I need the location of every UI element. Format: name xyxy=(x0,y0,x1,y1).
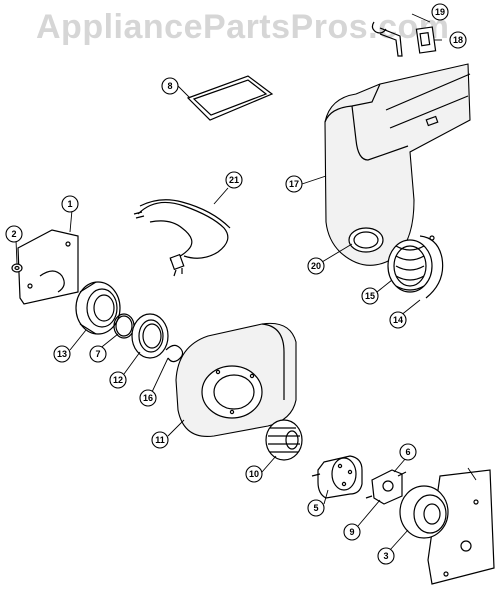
callout-label: 2 xyxy=(11,229,16,239)
callout-14: 14 xyxy=(389,311,407,329)
callout-20: 20 xyxy=(307,257,325,275)
part-6-9-motor-mount xyxy=(365,469,407,505)
callout-label: 13 xyxy=(57,349,67,359)
callout-2: 2 xyxy=(5,225,23,243)
part-13-fan-ring xyxy=(75,281,121,335)
callout-label: 10 xyxy=(249,469,259,479)
part-14-bracket xyxy=(419,235,444,299)
part-8-filter-pad xyxy=(186,75,274,121)
callout-circle xyxy=(61,195,79,213)
callout-label: 21 xyxy=(229,175,239,185)
part-12-flange-ring xyxy=(131,313,169,359)
callout-circle xyxy=(343,523,361,541)
callout-label: 16 xyxy=(143,393,153,403)
callout-19: 19 xyxy=(431,3,449,21)
callout-label: 18 xyxy=(453,35,463,45)
callout-label: 14 xyxy=(393,315,403,325)
part-3-right-plate xyxy=(399,469,495,585)
part-2-grommet xyxy=(11,263,23,273)
callout-circle xyxy=(109,371,127,389)
leader-lines xyxy=(15,13,477,551)
callout-circle xyxy=(5,225,23,243)
callout-5: 5 xyxy=(307,499,325,517)
callout-label: 5 xyxy=(313,503,318,513)
callout-label: 11 xyxy=(155,435,165,445)
callout-circle xyxy=(377,547,395,565)
part-21-power-cord xyxy=(133,199,231,277)
callout-21: 21 xyxy=(225,171,243,189)
callout-circle xyxy=(53,345,71,363)
callout-circle xyxy=(389,311,407,329)
part-11-blower-housing xyxy=(175,322,297,438)
callout-16: 16 xyxy=(139,389,157,407)
callout-circle xyxy=(449,31,467,49)
callout-13: 13 xyxy=(53,345,71,363)
callout-circle xyxy=(225,171,243,189)
callout-10: 10 xyxy=(245,465,263,483)
callout-15: 15 xyxy=(361,287,379,305)
callout-circle xyxy=(361,287,379,305)
callout-label: 1 xyxy=(67,199,72,209)
callout-label: 8 xyxy=(167,81,172,91)
callout-label: 20 xyxy=(311,261,321,271)
callout-label: 6 xyxy=(405,447,410,457)
callout-label: 17 xyxy=(289,179,299,189)
callout-circle xyxy=(161,77,179,95)
callout-circle xyxy=(307,499,325,517)
callout-11: 11 xyxy=(151,431,169,449)
callout-9: 9 xyxy=(343,523,361,541)
part-1-left-plate xyxy=(17,229,79,305)
watermark: AppliancePartsPros.com xyxy=(36,8,450,46)
callout-circle xyxy=(89,345,107,363)
callout-circle xyxy=(307,257,325,275)
callout-12: 12 xyxy=(109,371,127,389)
callout-7: 7 xyxy=(89,345,107,363)
callout-circle xyxy=(151,431,169,449)
callout-3: 3 xyxy=(377,547,395,565)
callout-circle xyxy=(245,465,263,483)
callout-18: 18 xyxy=(449,31,467,49)
callout-label: 7 xyxy=(95,349,100,359)
part-17-duct-housing xyxy=(324,63,471,266)
part-10-blower-wheel xyxy=(265,419,303,461)
callout-label: 15 xyxy=(365,291,375,301)
callout-circle xyxy=(285,175,303,193)
callout-label: 12 xyxy=(113,375,123,385)
part-5-motor xyxy=(311,455,363,499)
part-16-clip xyxy=(165,344,184,363)
callout-8: 8 xyxy=(161,77,179,95)
callout-label: 3 xyxy=(383,551,388,561)
callout-17: 17 xyxy=(285,175,303,193)
callout-circle xyxy=(399,443,417,461)
callout-label: 19 xyxy=(435,7,445,17)
callout-label: 9 xyxy=(349,527,354,537)
callout-circle xyxy=(139,389,157,407)
part-15-wire-ring xyxy=(387,239,433,293)
callout-circle xyxy=(431,3,449,21)
callout-1: 1 xyxy=(61,195,79,213)
callout-6: 6 xyxy=(399,443,417,461)
part-18-19-clip-bracket xyxy=(371,21,437,57)
